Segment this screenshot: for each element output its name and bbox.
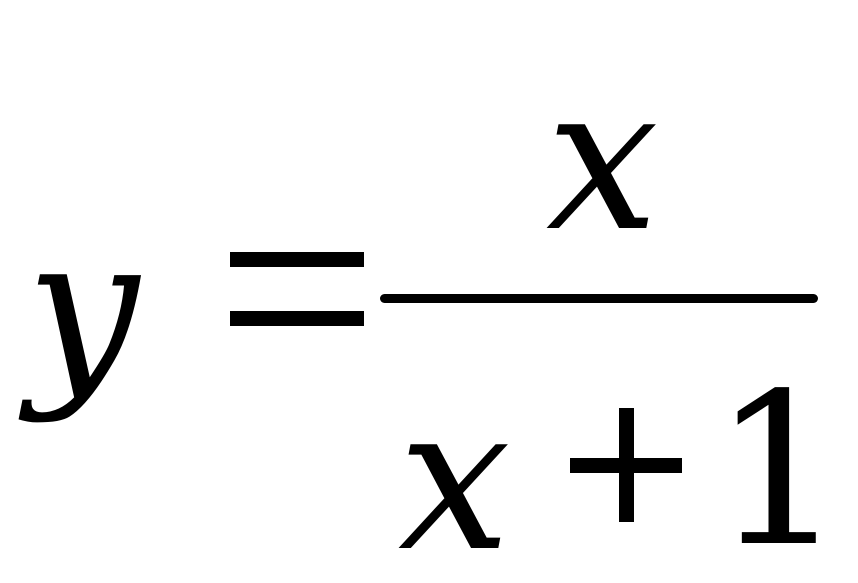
equals-top-bar [230,252,364,267]
plus-vertical-stroke [619,408,634,522]
denominator-variable-x: x [398,363,511,583]
denominator-constant-one: 1 [712,348,846,583]
equals-bottom-bar [230,311,364,326]
fraction-bar [380,294,818,303]
lhs-variable-y: y [26,193,139,426]
equals-sign [230,252,364,326]
numerator-variable-x: x [546,43,659,276]
plus-sign [570,408,682,522]
